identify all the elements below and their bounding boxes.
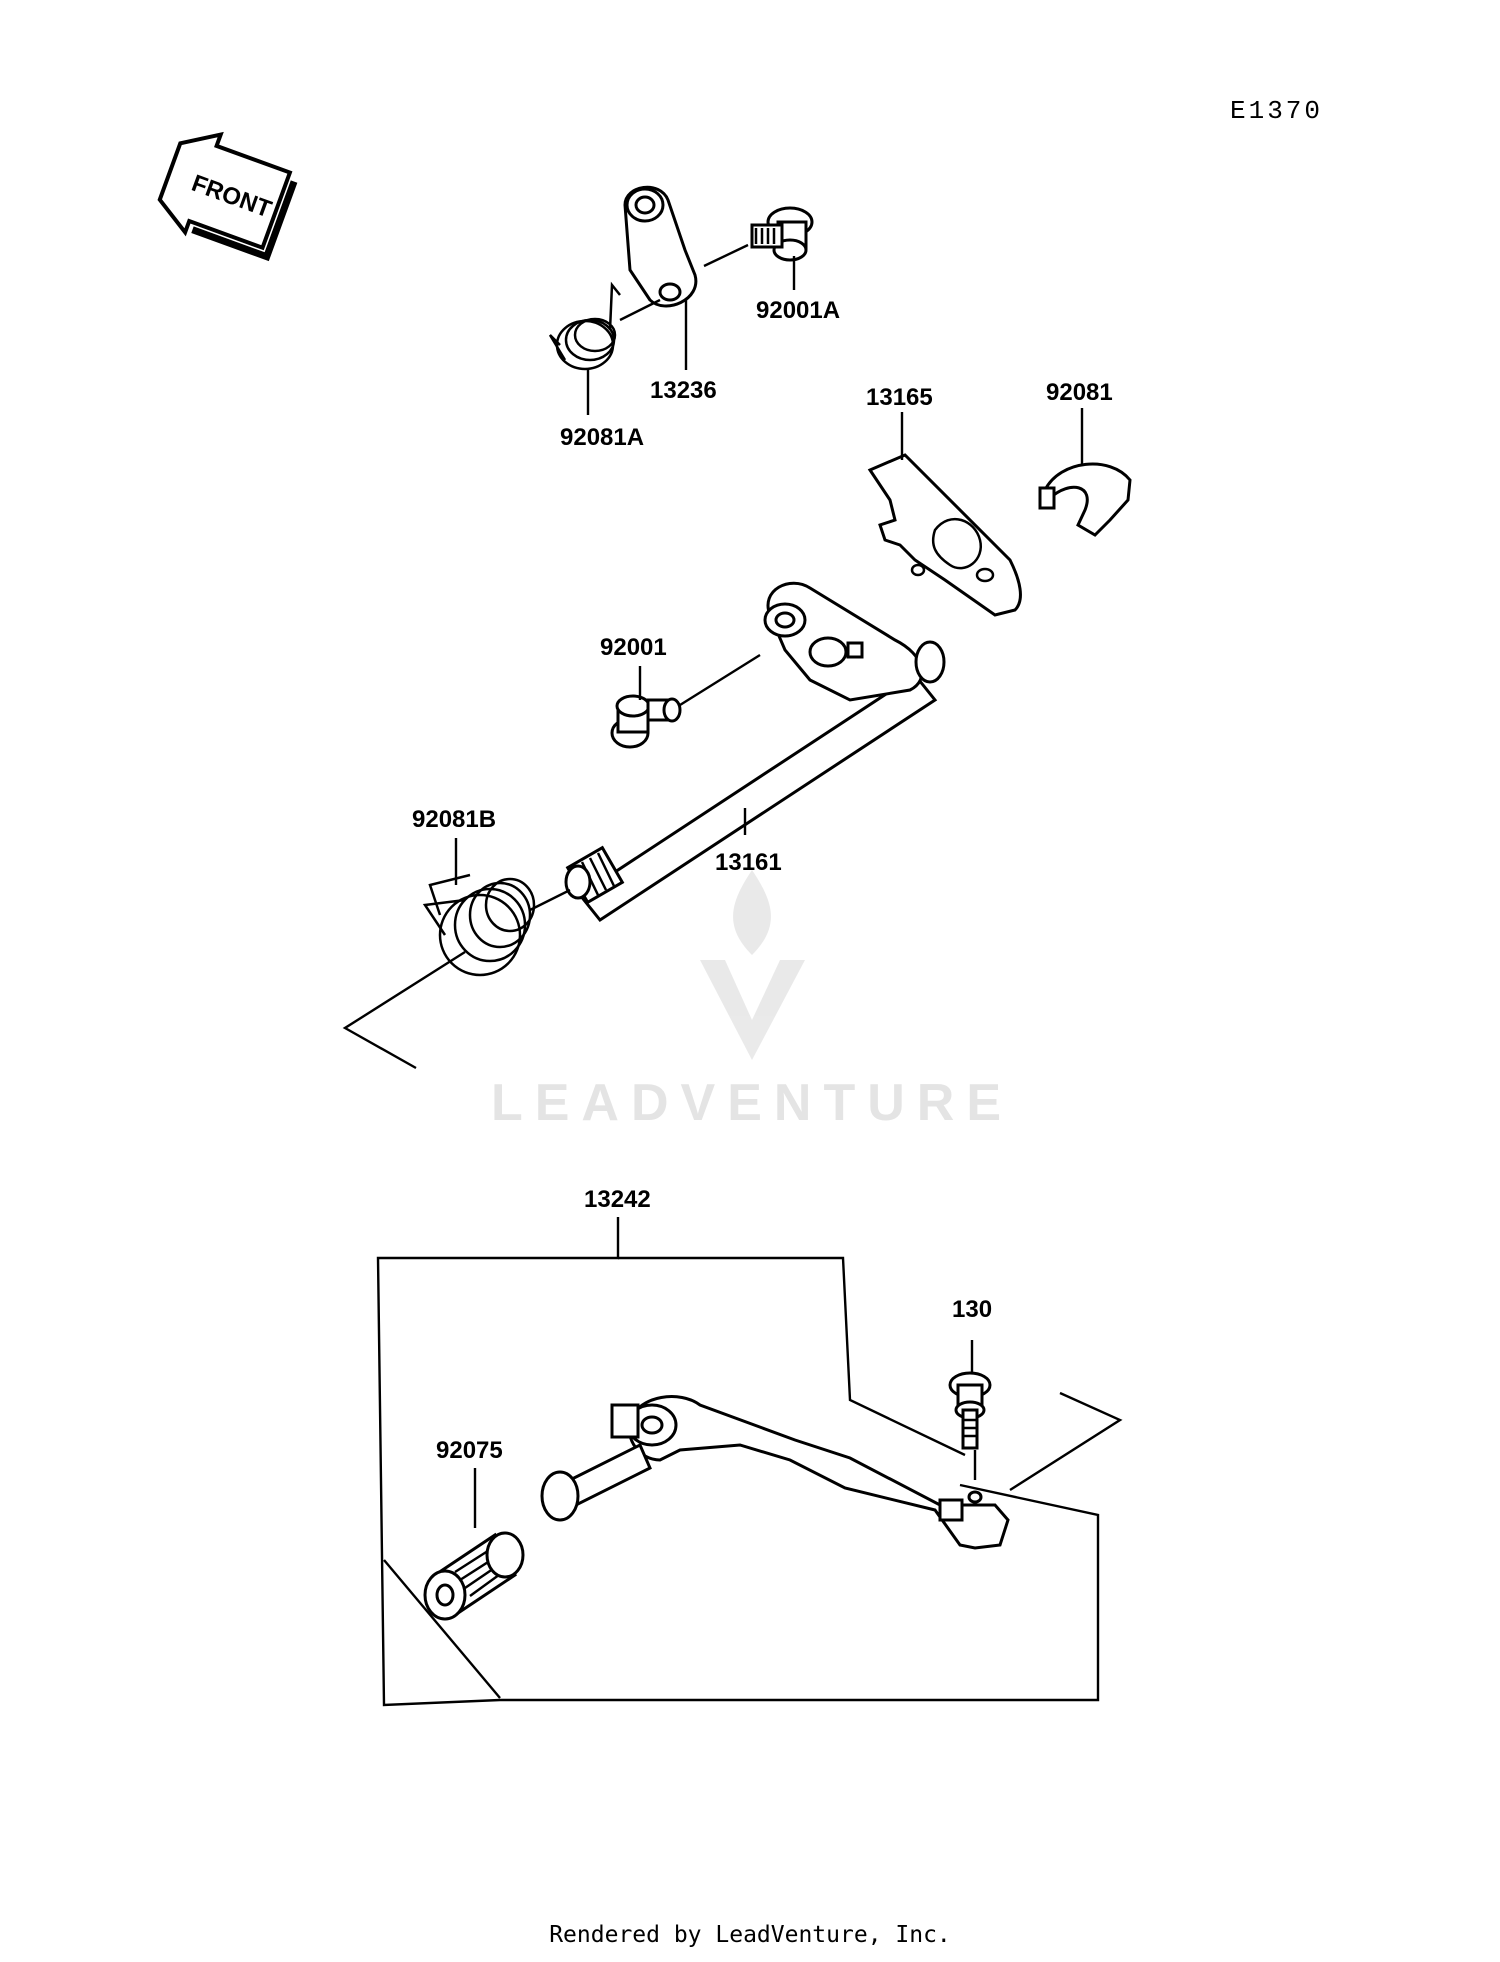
part-92081A-spring (548, 281, 621, 371)
callout-92081A: 92081A (560, 424, 644, 451)
callout-92081B: 92081B (412, 806, 496, 833)
part-13165-plate (867, 453, 1022, 617)
callout-13161: 13161 (715, 849, 782, 876)
callout-92081: 92081 (1046, 379, 1113, 406)
callout-130: 130 (952, 1296, 992, 1323)
callout-13165: 13165 (866, 384, 933, 411)
footer-credit: Rendered by LeadVenture, Inc. (549, 1922, 951, 1948)
watermark: LEADVENTURE (491, 870, 1013, 1132)
part-130-bolt (948, 1371, 992, 1450)
callout-92075: 92075 (436, 1437, 503, 1464)
watermark-text: LEADVENTURE (491, 1074, 1013, 1132)
diagram-code: E1370 (1230, 96, 1323, 126)
callout-13242: 13242 (584, 1186, 651, 1213)
callout-13236: 13236 (650, 377, 717, 404)
front-arrow-icon: FRONT (157, 131, 298, 262)
part-92081-clip (1038, 462, 1132, 537)
part-13161-shaft (564, 581, 946, 923)
callout-92001: 92001 (600, 634, 667, 661)
part-92001A-bolt (750, 206, 814, 262)
callout-92001A: 92001A (756, 297, 840, 324)
part-13236-plate (623, 185, 698, 308)
part-92081B-spring (422, 873, 536, 977)
watermark-logo-icon (700, 870, 805, 1060)
part-92001-bolt (610, 694, 682, 749)
part-92075-rubber (423, 1531, 525, 1621)
part-13242-pedal (540, 1395, 1010, 1550)
